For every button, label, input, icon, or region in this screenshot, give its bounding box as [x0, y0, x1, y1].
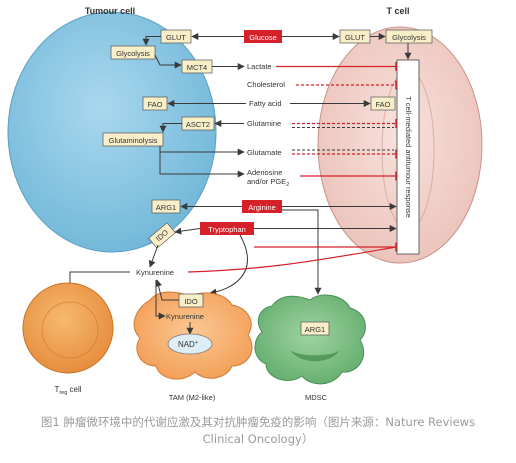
glucose-label: Glucose	[249, 33, 277, 42]
glut-right-label: GLUT	[345, 33, 365, 42]
adenosine-label-2: and/or PGE2	[247, 177, 289, 188]
adenosine-label-1: Adenosine	[247, 168, 282, 177]
figure-caption: 图1 肿瘤微环境中的代谢应激及其对抗肿瘤免疫的影响（图片来源：Nature Re…	[8, 414, 508, 448]
nad-ellipse	[167, 333, 213, 355]
arginine-box	[242, 200, 282, 213]
arg1-box	[151, 199, 181, 214]
tryptophan-box	[200, 222, 254, 235]
fao-right-box	[370, 96, 396, 111]
tcell-response-box	[396, 59, 420, 255]
t-cell-label: T cell	[386, 6, 409, 16]
ido-box	[148, 222, 176, 249]
fatty-acid-label: Fatty acid	[249, 99, 282, 108]
tryptophan-label: Tryptophan	[208, 225, 246, 234]
glutaminolysis-label: Glutaminolysis	[109, 136, 158, 145]
mdsc-cell-body	[254, 294, 366, 385]
mdsc-label: MDSC	[305, 393, 328, 402]
lactate-label: Lactate	[247, 62, 272, 71]
glycolysis-right-label: Glycolysis	[392, 33, 426, 42]
treg-cell-nucleus	[41, 301, 99, 359]
caption-line-1: 图1 肿瘤微环境中的代谢应激及其对抗肿瘤免疫的影响（图片来源：Nature Re…	[40, 415, 476, 429]
tumour-cell-body	[7, 11, 217, 253]
arginine-label: Arginine	[248, 203, 276, 212]
treg-cell-label: Treg cell	[54, 385, 81, 396]
kynurenine-tam-label: Kynurenine	[166, 312, 204, 321]
arg1-mdsc-label: ARG1	[305, 325, 325, 334]
nad-label: NAD+	[178, 340, 198, 349]
fao-left-box	[142, 96, 168, 111]
glutaminolysis-box	[102, 132, 164, 147]
tumour-cell-label: Tumour cell	[85, 6, 135, 16]
mct4-label: MCT4	[187, 63, 207, 72]
glut-left-label: GLUT	[166, 33, 186, 42]
caption-line-2: Clinical Oncology）	[202, 432, 314, 446]
treg-cell-body	[22, 282, 114, 374]
asct2-label: ASCT2	[186, 120, 210, 129]
cholesterol-label: Cholesterol	[247, 80, 285, 89]
ido-tam-label: IDO	[184, 297, 198, 306]
tam-label: TAM (M2-like)	[169, 393, 216, 402]
glutamine-label: Glutamine	[247, 119, 281, 128]
fao-right-label: FAO	[375, 100, 390, 109]
tcell-response-label: T cell-mediated antitumour response	[404, 96, 413, 218]
metabolism-diagram: Tumour cell T cell T cell-mediated antit…	[7, 6, 483, 402]
glycolysis-right-box	[385, 29, 433, 44]
kynurenine-label: Kynurenine	[136, 268, 174, 277]
mdsc-nucleus	[290, 350, 340, 362]
arg1-label: ARG1	[156, 203, 176, 212]
fao-left-label: FAO	[147, 100, 162, 109]
glycolysis-left-box	[110, 45, 156, 60]
arg1-mdsc-box	[300, 321, 330, 336]
glycolysis-left-label: Glycolysis	[116, 49, 150, 58]
glutamate-label: Glutamate	[247, 148, 282, 157]
glucose-box	[244, 30, 282, 43]
